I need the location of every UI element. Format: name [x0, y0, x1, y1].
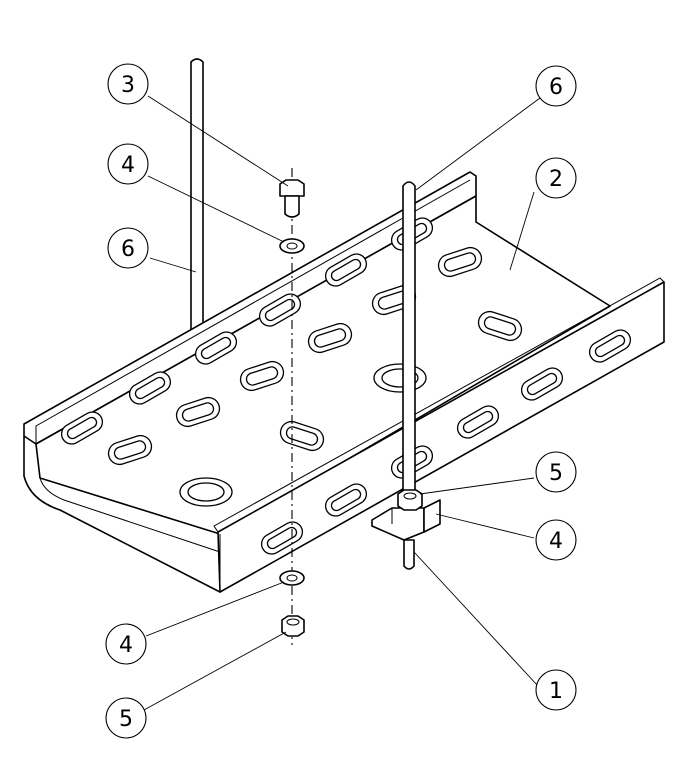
- callout-2-label: 2: [549, 167, 563, 192]
- callout-4-right: 4: [535, 519, 577, 561]
- callout-1-label: 1: [549, 679, 563, 704]
- nut-lower: [281, 615, 305, 637]
- center-fixing-set: [279, 168, 305, 645]
- callout-3: 3: [107, 63, 149, 105]
- callout-5-right: 5: [535, 451, 577, 493]
- washer-lower: [279, 570, 305, 586]
- callout-4-lower-label: 4: [119, 633, 133, 658]
- callout-6-right-label: 6: [549, 75, 563, 100]
- threaded-rod-left: [190, 58, 204, 333]
- callout-1: 1: [535, 669, 577, 711]
- callout-6-left: 6: [107, 227, 149, 269]
- callout-5-right-label: 5: [549, 461, 563, 486]
- callout-5-lower: 5: [105, 697, 147, 739]
- callout-4-lower: 4: [105, 623, 147, 665]
- support-bracket: [371, 499, 441, 541]
- callout-4-upper: 4: [107, 143, 149, 185]
- callout-6-left-label: 6: [121, 237, 135, 262]
- callout-4-right-label: 4: [549, 529, 563, 554]
- leader-lines: [143, 95, 541, 711]
- nut-upper-right: [397, 489, 423, 511]
- callout-5-lower-label: 5: [119, 707, 133, 732]
- callout-3-label: 3: [121, 73, 135, 98]
- callout-2: 2: [535, 157, 577, 199]
- threaded-rod-right: [402, 181, 416, 570]
- floor-slots: [107, 246, 523, 507]
- callout-6-right: 6: [535, 65, 577, 107]
- washer-upper: [279, 238, 305, 254]
- callout-4-upper-label: 4: [121, 153, 135, 178]
- bolt: [279, 179, 305, 218]
